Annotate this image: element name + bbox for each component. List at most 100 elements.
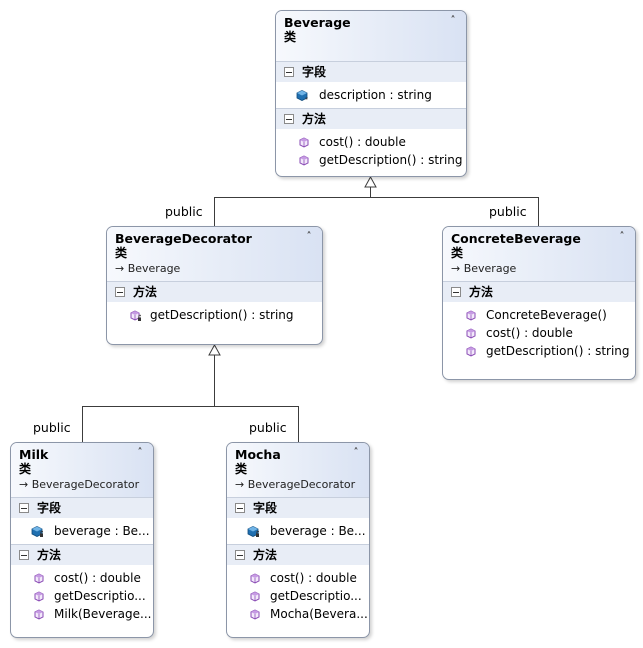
method-icon: [466, 328, 476, 339]
section-toggle-icon[interactable]: [284, 67, 294, 77]
section-header[interactable]: 方法: [11, 544, 153, 565]
method-member[interactable]: ConcreteBeverage(): [443, 306, 635, 324]
member-text: beverage : Be...: [270, 524, 366, 538]
section-toggle-icon[interactable]: [19, 503, 29, 513]
base-class: → BeverageDecorator: [19, 477, 145, 493]
method-member[interactable]: Mocha(Bevera...: [227, 605, 369, 623]
field-member[interactable]: beverage : Be...: [11, 522, 153, 540]
section-title: 方法: [37, 548, 62, 562]
section-header[interactable]: 方法: [227, 544, 369, 565]
method-icon: [250, 591, 260, 602]
connector-mocha-to-decorator: [214, 406, 299, 442]
class-name: Mocha: [235, 447, 281, 462]
section-padding: [11, 623, 153, 627]
field-icon: [247, 526, 259, 537]
section-title: 方法: [253, 548, 278, 562]
collapse-chevron-icon[interactable]: ˄: [619, 231, 625, 242]
field-member[interactable]: *description : string: [276, 86, 466, 104]
method-member[interactable]: Milk(Beverage...: [11, 605, 153, 623]
method-icon: [466, 310, 476, 321]
connector-label-milk: public: [33, 420, 71, 435]
connector-label-mocha: public: [249, 420, 287, 435]
collapse-chevron-icon[interactable]: ˄: [137, 447, 143, 458]
inherits-arrow-icon: →: [19, 478, 32, 491]
member-text: getDescription() : string: [150, 308, 294, 322]
inherits-arrow-icon: →: [451, 262, 464, 275]
method-icon: [299, 155, 309, 166]
class-stereotype: 类: [235, 462, 248, 476]
class-name: Beverage: [284, 15, 351, 30]
collapse-chevron-icon[interactable]: ˄: [306, 231, 312, 242]
method-icon: [34, 609, 44, 620]
inherits-arrow-icon: →: [115, 262, 128, 275]
base-class-name: Beverage: [463, 262, 517, 275]
svg-text:*: *: [305, 97, 308, 102]
method-icon: [466, 346, 476, 357]
section-header[interactable]: 方法: [443, 281, 635, 302]
member-text: cost() : double: [319, 135, 406, 149]
inheritance-arrow-decorator: [208, 343, 221, 356]
member-text: cost() : double: [270, 571, 357, 585]
method-icon: [299, 137, 309, 148]
connector-decorator-to-beverage: [214, 197, 371, 226]
class-stereotype: 类: [451, 246, 464, 260]
section-toggle-icon[interactable]: [284, 114, 294, 124]
class-name: ConcreteBeverage: [451, 231, 581, 246]
section-header[interactable]: 方法: [107, 281, 322, 302]
section-title: 方法: [302, 112, 327, 126]
collapse-chevron-icon[interactable]: ˄: [353, 447, 359, 458]
section-toggle-icon[interactable]: [115, 287, 125, 297]
field-member[interactable]: beverage : Be...: [227, 522, 369, 540]
section-toggle-icon[interactable]: [19, 550, 29, 560]
method-member[interactable]: getDescription() : string: [443, 342, 635, 360]
method-icon: [130, 310, 141, 321]
method-member[interactable]: getDescription() : string: [107, 306, 322, 324]
method-member[interactable]: getDescriptio...: [11, 587, 153, 605]
section-header[interactable]: 字段: [276, 61, 466, 82]
method-member[interactable]: getDescriptio...: [227, 587, 369, 605]
inheritance-arrow-beverage: [364, 175, 377, 188]
method-member[interactable]: cost() : double: [227, 569, 369, 587]
member-text: Milk(Beverage...: [54, 607, 152, 621]
method-member[interactable]: getDescription() : string: [276, 151, 466, 169]
base-class: → Beverage: [115, 261, 314, 277]
class-name: Milk: [19, 447, 49, 462]
connector-label-decorator: public: [165, 204, 203, 219]
method-icon: [250, 609, 260, 620]
base-class: → Beverage: [451, 261, 627, 277]
collapse-chevron-icon[interactable]: ˄: [450, 15, 456, 26]
section-padding: [107, 324, 322, 328]
section-header[interactable]: 方法: [276, 108, 466, 129]
section-header[interactable]: 字段: [227, 497, 369, 518]
method-member[interactable]: cost() : double: [11, 569, 153, 587]
section-toggle-icon[interactable]: [451, 287, 461, 297]
section-padding: [276, 169, 466, 173]
member-text: getDescriptio...: [54, 589, 146, 603]
method-icon: [34, 591, 44, 602]
method-member[interactable]: cost() : double: [443, 324, 635, 342]
base-class-name: BeverageDecorator: [247, 478, 356, 491]
member-text: Mocha(Bevera...: [270, 607, 368, 621]
section-toggle-icon[interactable]: [235, 550, 245, 560]
member-text: cost() : double: [54, 571, 141, 585]
inherits-arrow-icon: →: [235, 478, 248, 491]
method-icon: [250, 573, 260, 584]
method-member[interactable]: cost() : double: [276, 133, 466, 151]
section-title: 字段: [253, 501, 278, 515]
class-stereotype: 类: [284, 30, 297, 44]
class-stereotype: 类: [115, 246, 128, 260]
section-title: 方法: [469, 285, 494, 299]
section-toggle-icon[interactable]: [235, 503, 245, 513]
section-header[interactable]: 字段: [11, 497, 153, 518]
